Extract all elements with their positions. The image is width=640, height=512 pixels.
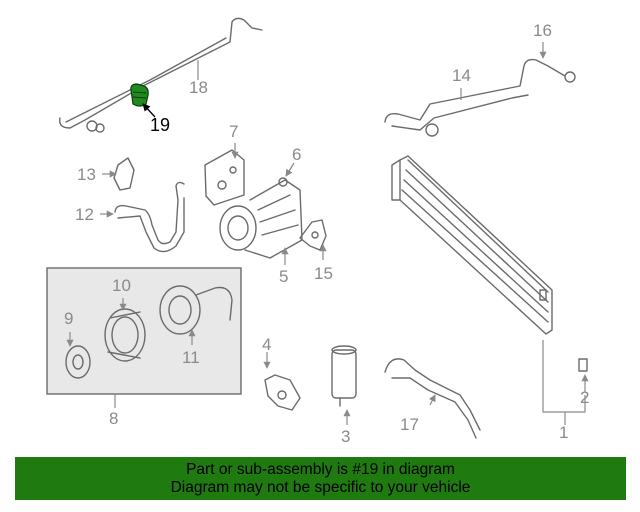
valve-2[interactable] [578, 358, 588, 372]
receiver-drier-3[interactable] [331, 345, 357, 407]
banner-line-1: Part or sub-assembly is #19 in diagram [186, 461, 455, 478]
clutch-assembly-box-8 [46, 267, 242, 395]
hose-12[interactable] [114, 181, 185, 253]
bracket-15[interactable] [299, 219, 327, 251]
leader-17 [428, 394, 436, 406]
banner-line-2: Diagram may not be specific to your vehi… [170, 479, 471, 496]
clutch-hub-9[interactable] [65, 345, 91, 379]
bracket-7[interactable] [204, 149, 245, 206]
callout-7: 7 [229, 122, 238, 141]
callout-1: 1 [559, 423, 568, 442]
compressor-5[interactable] [219, 177, 303, 259]
callout-19: 19 [150, 115, 170, 135]
hose-14[interactable] [384, 58, 576, 137]
clip-13[interactable] [113, 157, 135, 191]
hose-17[interactable] [384, 358, 481, 439]
callout-10: 10 [112, 276, 131, 295]
condenser-1[interactable] [391, 155, 553, 335]
callout-9: 9 [64, 309, 73, 328]
bracket-4[interactable] [264, 374, 301, 411]
callout-6: 6 [292, 145, 301, 164]
callout-2: 2 [580, 388, 589, 407]
part-19-highlighted[interactable] [130, 83, 149, 107]
callout-15: 15 [314, 264, 333, 283]
callout-4: 4 [262, 335, 271, 354]
callout-17: 17 [400, 415, 419, 434]
leader-1 [542, 340, 586, 413]
leader-6 [285, 162, 295, 177]
callout-5: 5 [279, 267, 288, 286]
callout-12: 12 [75, 205, 94, 224]
callout-14: 14 [452, 66, 471, 85]
callout-18: 18 [189, 78, 208, 97]
callout-13: 13 [77, 165, 96, 184]
field-coil-11[interactable] [159, 285, 233, 335]
callout-16: 16 [533, 21, 552, 40]
callout-8: 8 [109, 409, 118, 428]
callout-3: 3 [341, 427, 350, 446]
info-banner: Part or sub-assembly is #19 in diagram D… [15, 457, 626, 500]
parts-diagram: 1 2 3 4 5 6 7 8 9 10 11 12 13 14 15 16 1… [46, 17, 589, 446]
leader-19 [142, 103, 156, 118]
callout-11: 11 [182, 348, 200, 367]
pipe-18[interactable] [59, 17, 263, 133]
